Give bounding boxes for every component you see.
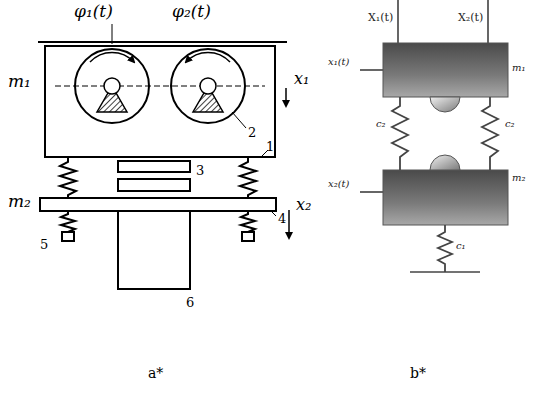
- stiffness-label: c₁: [456, 240, 466, 251]
- callout-number: 3: [196, 164, 204, 178]
- panel-caption: a*: [148, 366, 163, 381]
- coordinate-label: x₁: [294, 70, 309, 88]
- stiffness-label: c₂: [376, 118, 386, 129]
- coordinate-label: x₂: [296, 196, 311, 214]
- callout-number: 6: [186, 296, 194, 310]
- stiffness-label: c₂: [505, 118, 515, 129]
- callout-number: 5: [40, 238, 48, 252]
- coordinate-label: x₂(t): [328, 178, 349, 189]
- callout-number: 4: [278, 212, 286, 226]
- mass-label: m₂: [8, 192, 31, 211]
- callout-number: 2: [248, 126, 256, 140]
- mass-label: m₁: [512, 62, 526, 73]
- angle-label: φ₁(t): [74, 2, 113, 21]
- panel-caption: b*: [410, 366, 426, 381]
- callout-number: 1: [266, 140, 274, 154]
- signal-label: X₂(t): [458, 12, 483, 24]
- mass-label: m₂: [512, 172, 526, 183]
- coordinate-label: x₁(t): [328, 56, 349, 67]
- mass-label: m₁: [8, 72, 31, 91]
- angle-label: φ₂(t): [172, 2, 211, 21]
- signal-label: X₁(t): [368, 12, 393, 24]
